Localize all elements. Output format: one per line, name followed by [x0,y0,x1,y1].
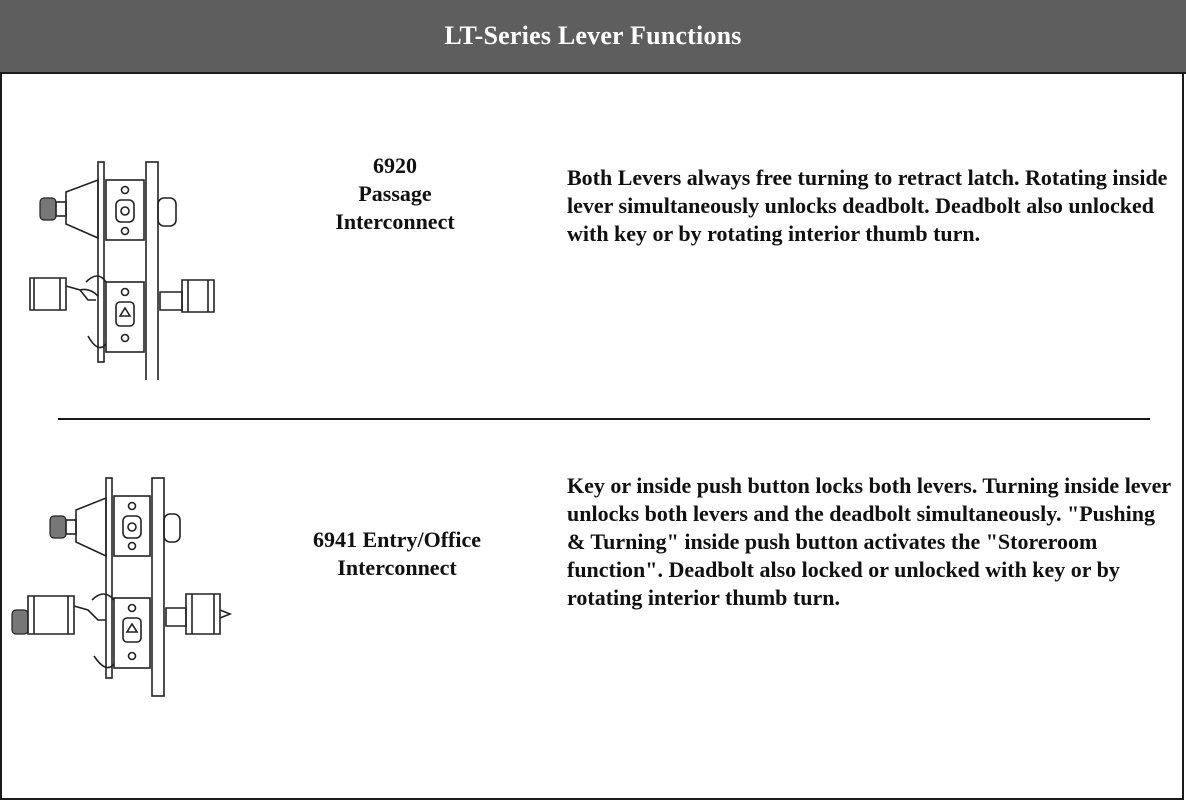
function-description: Both Levers always free turning to retra… [567,165,1168,246]
model-label: 6941 Entry/Office Interconnect [262,526,532,582]
lock-drawing-entry-office [11,477,233,697]
function-row-6941: 6941 Entry/Office Interconnect Key or in… [0,470,1186,710]
page-header: LT-Series Lever Functions [0,0,1186,74]
model-variant: Interconnect [335,209,455,234]
function-description: Key or inside push button locks both lev… [567,473,1171,610]
function-row-6920: 6920 Passage Interconnect Both Levers al… [0,140,1186,380]
lock-drawing-passage [29,161,215,380]
model-label: 6920 Passage Interconnect [280,152,510,236]
model-variant: Interconnect [337,555,457,580]
model-function: Passage [358,181,432,206]
model-number: 6920 [373,153,417,178]
model-number-function: 6941 Entry/Office [312,527,482,552]
page-title: LT-Series Lever Functions [444,21,742,50]
section-divider [58,418,1150,420]
